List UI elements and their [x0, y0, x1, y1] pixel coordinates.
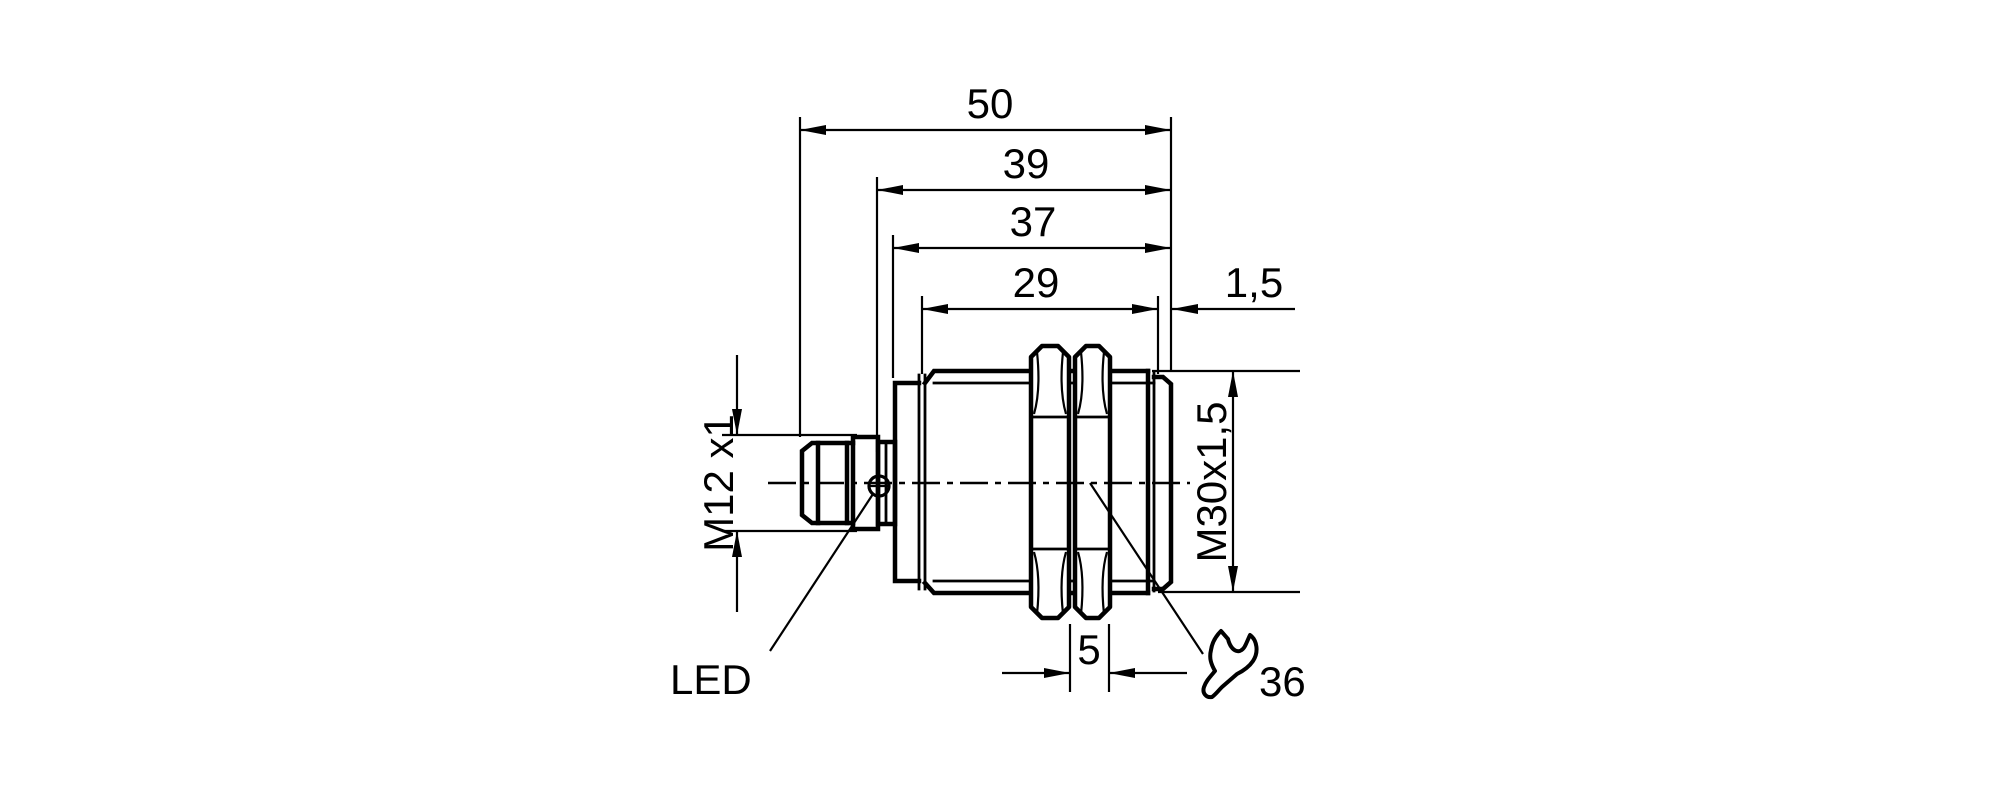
extension-lines: [722, 117, 1300, 692]
wrench-icon: [1201, 629, 1259, 700]
led-leader-line: [769, 493, 874, 652]
wrench-size-callout: 36: [1089, 482, 1306, 705]
led-label: LED: [670, 656, 752, 703]
dim-37-label: 37: [1010, 198, 1057, 245]
dim-1-5-label: 1,5: [1225, 259, 1283, 306]
dim-39-label: 39: [1003, 140, 1050, 187]
callouts: LED 36: [670, 474, 1306, 705]
dimension-thread-length: 37: [893, 198, 1171, 253]
dimension-housing-thread: M30x1,5: [1188, 371, 1238, 592]
dim-50-label: 50: [967, 80, 1014, 127]
wrench-size-label: 36: [1259, 658, 1306, 705]
dimension-connector-thread: M12 x1: [695, 355, 742, 612]
dimension-nut-width: 5: [1002, 626, 1187, 678]
dimensions: 50 39 37 29 1,5 5: [695, 80, 1300, 692]
dimension-front-length: 29: [922, 259, 1158, 314]
connector-thread-label: M12 x1: [695, 414, 742, 552]
dimension-face-edge: 1,5: [1172, 259, 1295, 314]
led-callout: LED: [670, 474, 891, 703]
dimension-overall-length: 50: [800, 80, 1171, 135]
dim-29-label: 29: [1013, 259, 1060, 306]
sensor-body-outline: [768, 343, 1190, 621]
dim-5-label: 5: [1077, 626, 1100, 673]
housing-thread-label: M30x1,5: [1188, 401, 1235, 562]
dimension-housing-length: 39: [877, 140, 1171, 195]
led-indicator-icon: [867, 474, 891, 498]
wrench-leader-line: [1089, 482, 1204, 655]
